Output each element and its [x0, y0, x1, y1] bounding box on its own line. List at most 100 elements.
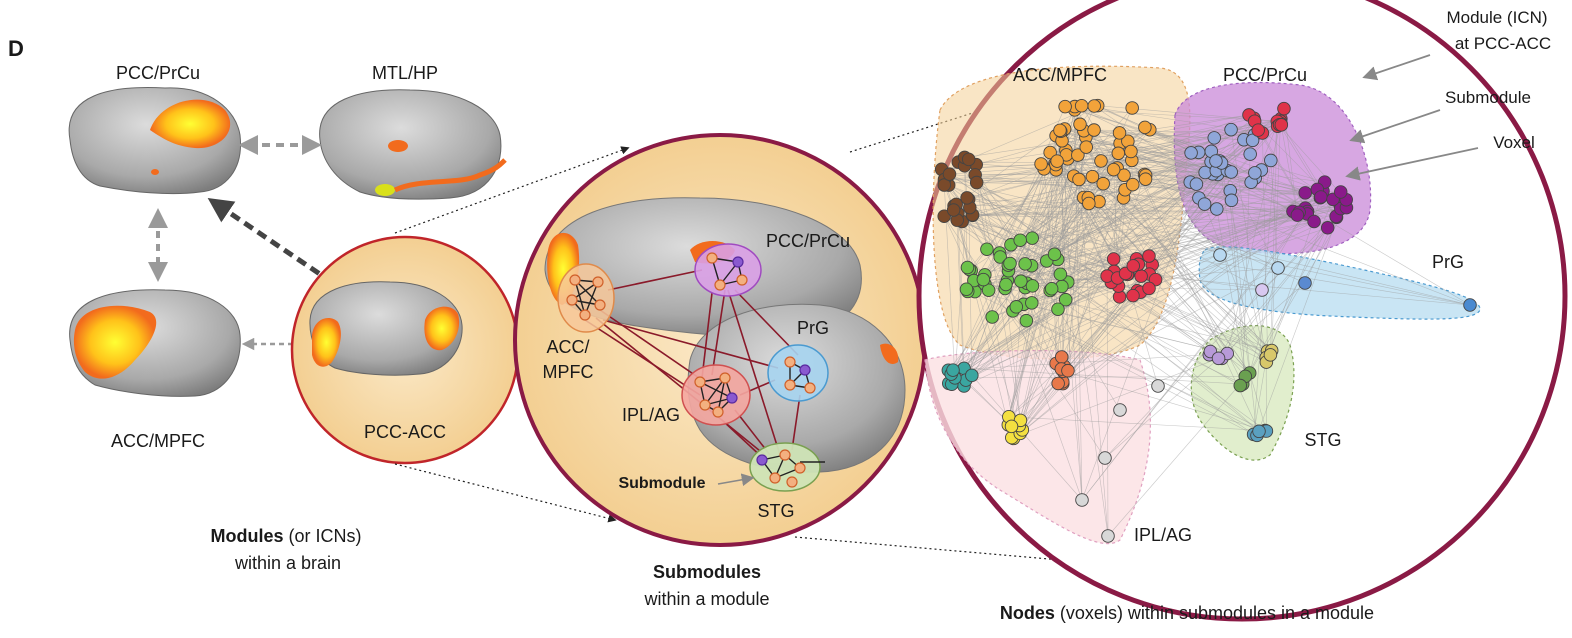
voxel-node	[1051, 376, 1065, 391]
voxel-node	[1126, 177, 1140, 192]
voxel-node	[1074, 98, 1089, 113]
voxel-node	[1009, 300, 1024, 314]
voxel-edge	[1020, 175, 1125, 421]
voxel-node	[1079, 140, 1093, 154]
caption-nodes-bold: Nodes	[1000, 603, 1055, 623]
voxel-edge	[1064, 124, 1280, 367]
annotation-module-arrow	[1362, 54, 1431, 81]
voxel-edge	[1280, 121, 1298, 216]
brain-label-acc-mpfc: ACC/MPFC	[111, 431, 205, 451]
voxel-edge	[1065, 149, 1325, 183]
voxel-edge	[1062, 150, 1067, 372]
voxel-edge	[1088, 203, 1267, 363]
voxel-node	[1113, 403, 1127, 417]
voxel-edge	[943, 216, 970, 270]
voxel-edge	[1261, 227, 1328, 291]
voxel-edge	[1057, 181, 1325, 260]
voxel-edge	[976, 182, 1341, 193]
voxel-node	[1463, 298, 1477, 312]
voxel-node	[1207, 131, 1221, 145]
voxel-node	[1098, 451, 1112, 465]
voxel-node	[1125, 101, 1139, 115]
annotation-submodule: Submodule	[1445, 88, 1531, 107]
voxel-edge	[1020, 279, 1156, 434]
voxel-node	[1014, 274, 1028, 288]
voxel-edge	[1138, 221, 1315, 265]
node-label-prg: PrG	[1432, 252, 1464, 272]
voxel-edge	[1085, 129, 1232, 138]
voxel-edge	[969, 207, 1129, 275]
voxel-node	[1255, 283, 1269, 297]
sub-label-stg: STG	[757, 501, 794, 521]
voxel-node	[1251, 123, 1265, 137]
voxel-node	[1071, 148, 1085, 162]
voxel-edge	[1057, 196, 1321, 310]
voxel-node	[1106, 162, 1121, 177]
voxel-node	[1013, 233, 1027, 247]
voxel-edge	[1098, 201, 1263, 291]
voxel-node	[1290, 208, 1305, 222]
voxel-node	[1003, 256, 1017, 271]
sub-label-mpfc: MPFC	[543, 362, 594, 382]
voxel-node	[1025, 279, 1040, 293]
voxel-edge	[1278, 124, 1347, 200]
voxel-edge	[948, 184, 1137, 260]
sub-label-prg: PrG	[797, 318, 829, 338]
voxel-edge	[974, 291, 1009, 425]
voxel-node	[1271, 261, 1285, 275]
voxel-edge	[976, 182, 1115, 272]
node-label-stg: STG	[1304, 430, 1341, 450]
voxel-edge	[1117, 121, 1278, 169]
voxel-node	[1085, 169, 1100, 184]
voxel-node	[1264, 153, 1278, 168]
voxel-edge	[992, 199, 1334, 318]
voxel-node	[1277, 101, 1291, 116]
voxel-edge	[1230, 129, 1267, 363]
voxel-edge	[1249, 372, 1267, 432]
voxel-node	[1053, 123, 1067, 138]
voxel-node	[1106, 252, 1121, 266]
voxel-node	[1210, 202, 1224, 216]
caption-modules: Modules (or ICNs)	[210, 526, 361, 546]
voxel-edge	[1218, 217, 1337, 359]
voxel-edge	[1136, 151, 1212, 260]
voxel-node	[937, 209, 951, 223]
voxel-node	[1124, 144, 1138, 159]
caption-nodes: Nodes (voxels) within submodules in a mo…	[1000, 603, 1374, 623]
voxel-node	[1224, 193, 1239, 208]
voxel-node	[937, 178, 952, 192]
voxel-node	[1004, 419, 1019, 434]
voxel-node	[1298, 186, 1312, 200]
voxel-node	[1245, 133, 1260, 148]
voxel-edge	[1031, 164, 1057, 266]
voxel-edge	[1008, 416, 1266, 431]
voxel-edge	[971, 375, 1083, 501]
annotation-submodule-arrow	[1349, 109, 1441, 144]
submodule-bubble-prg	[767, 344, 829, 402]
caption-submodules-bold: Submodules	[653, 562, 761, 582]
voxel-node	[1211, 351, 1226, 366]
voxel-edge	[1107, 372, 1250, 537]
voxel-edge	[1118, 285, 1267, 363]
arrow-pcc-module	[207, 197, 347, 293]
voxel-node	[1061, 363, 1075, 378]
voxel-edge	[972, 207, 1347, 216]
voxel-node	[1209, 154, 1223, 168]
voxel-node	[1243, 147, 1257, 161]
voxel-node	[1087, 99, 1101, 113]
voxel-edge	[962, 221, 1471, 306]
voxel-node	[1151, 379, 1165, 393]
voxel-edge	[944, 179, 1471, 306]
caption-modules-bold: Modules	[210, 526, 283, 546]
voxel-node	[960, 191, 974, 205]
voxel-edge	[1256, 208, 1342, 436]
voxel-edge	[963, 216, 1337, 387]
voxel-edge	[966, 207, 1347, 290]
voxel-edge	[948, 184, 1128, 275]
voxel-node	[1058, 99, 1072, 114]
voxel-node	[1314, 190, 1328, 204]
voxel-node	[1087, 123, 1101, 137]
voxel-edge	[948, 137, 1087, 384]
caption-submodules-line2: within a module	[643, 589, 769, 609]
module-circle-pcc-acc	[290, 235, 520, 465]
